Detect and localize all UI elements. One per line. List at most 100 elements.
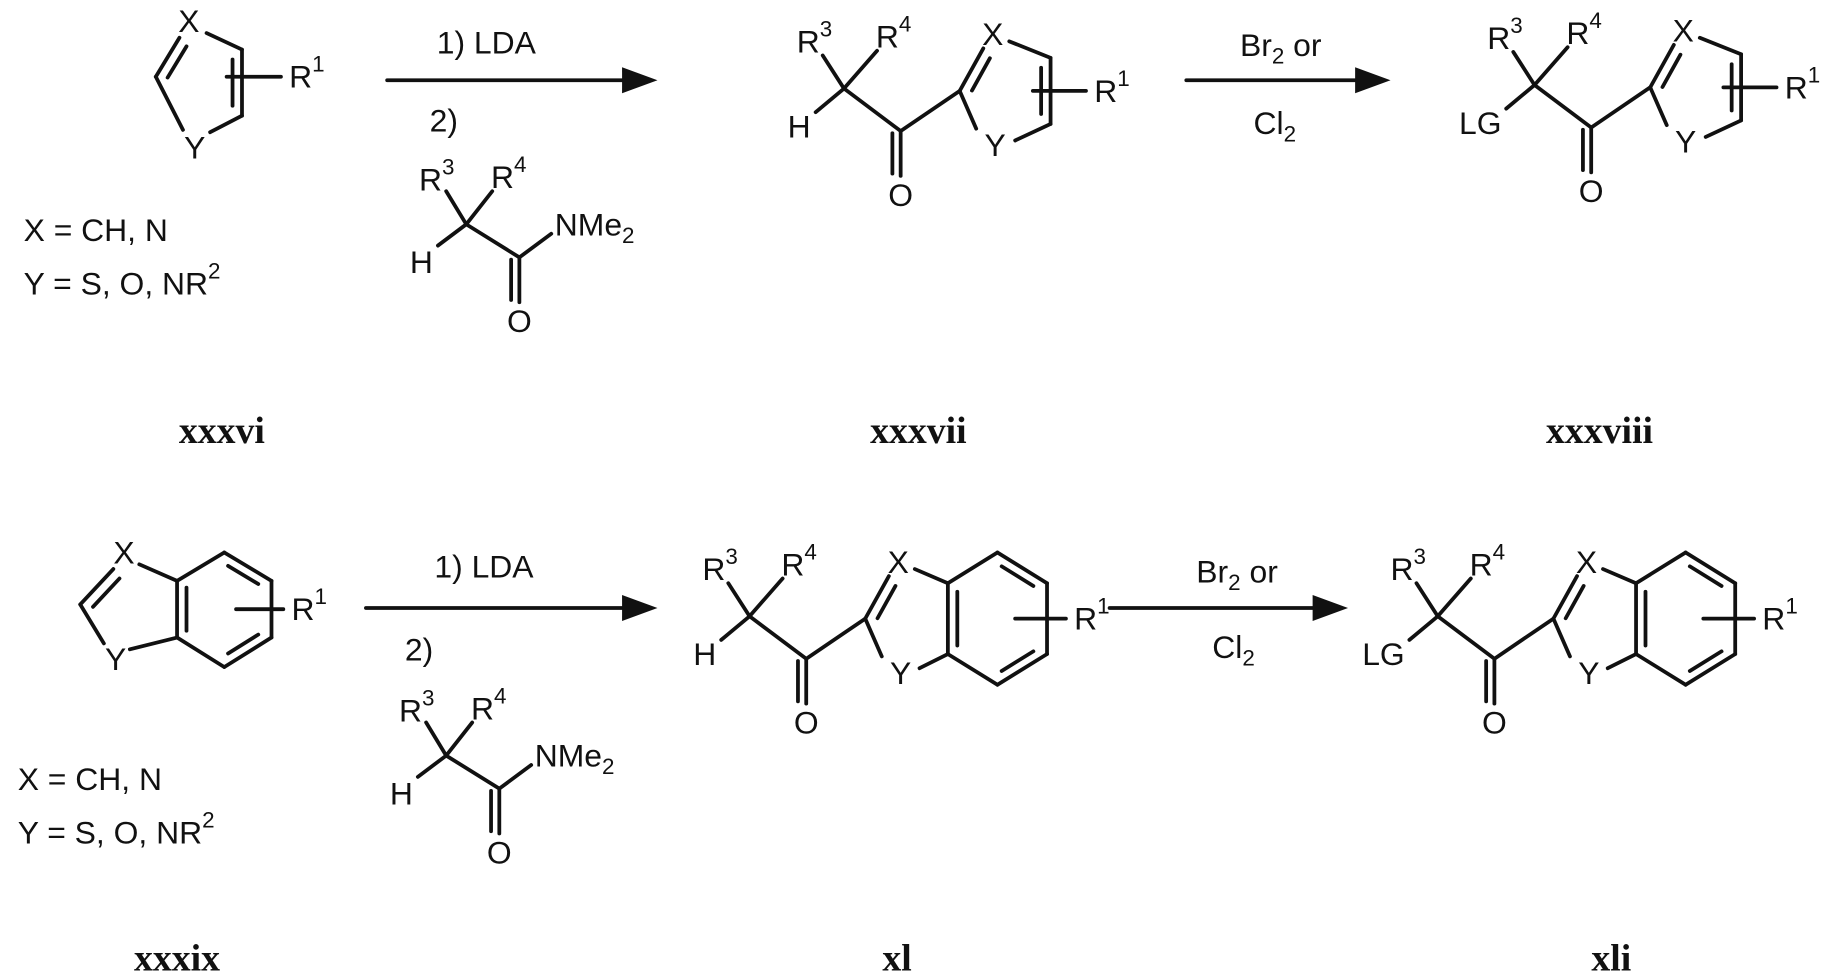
bond — [207, 33, 242, 50]
atom-r4: R4​ — [471, 683, 506, 726]
bond — [1535, 47, 1568, 85]
atom-r3: R3​ — [1390, 544, 1425, 587]
atom-nme2: NMe2​ — [555, 206, 635, 247]
bond — [80, 569, 113, 604]
atom-r1: R1​ — [1762, 593, 1797, 636]
bond — [1506, 85, 1534, 109]
reaction-arrow-lda — [366, 595, 658, 621]
atom-x: X — [178, 3, 199, 39]
atom-r3: R3​ — [399, 685, 434, 728]
double-bond-inner — [1690, 566, 1722, 586]
reaction-arrow-lda — [387, 67, 657, 93]
bond — [1513, 52, 1534, 85]
atom-o: O — [487, 834, 512, 870]
bond — [728, 583, 749, 616]
bond — [1700, 38, 1741, 55]
step2-label: 2) — [405, 631, 433, 667]
atom-x: X — [1673, 13, 1694, 49]
bond — [499, 765, 531, 789]
atom-r1: R1​ — [289, 51, 324, 94]
bond — [1636, 654, 1686, 685]
bond — [1015, 124, 1050, 141]
bond — [177, 553, 224, 581]
atom-y: Y — [890, 655, 911, 691]
atom-r3: R3​ — [419, 154, 454, 197]
reagent-amide: R3​ R4​ H O NMe2​ — [390, 683, 615, 871]
compound-label-xli: xli — [1591, 938, 1631, 974]
bond — [446, 723, 472, 756]
atom-x: X — [113, 535, 134, 571]
bond — [1535, 85, 1592, 128]
bond — [1608, 654, 1636, 668]
compound-label-xxxix: xxxix — [134, 938, 220, 974]
atom-h: H — [788, 108, 811, 144]
bond — [446, 756, 499, 789]
double-bond-inner — [1690, 651, 1722, 671]
atom-x: X — [888, 544, 909, 580]
bond — [177, 638, 224, 668]
atom-h: H — [390, 775, 413, 811]
atom-o: O — [794, 705, 819, 741]
halogenation-bottom-label: Cl2​ — [1212, 629, 1255, 670]
reaction-arrow-halogenation — [1110, 595, 1348, 621]
atom-r4: R4​ — [491, 152, 526, 195]
bond — [1438, 578, 1471, 616]
atom-r1: R1​ — [1785, 62, 1820, 105]
compound-label-xxxvi: xxxvi — [179, 410, 265, 452]
atom-h: H — [410, 244, 433, 280]
bond — [1438, 616, 1495, 659]
atom-x: X — [982, 16, 1003, 52]
atom-x: X — [1576, 544, 1597, 580]
atom-y: Y — [105, 641, 126, 677]
bond — [948, 553, 998, 584]
definition-x: X = CH, N — [24, 212, 168, 248]
bond — [1494, 619, 1553, 659]
bond — [1553, 619, 1570, 657]
atom-o: O — [888, 177, 913, 213]
atom-y: Y — [1578, 655, 1599, 691]
reaction-row-benzofused: XYR1​X = CH, NY = S, O, NR2​1) LDA2)R3​R… — [18, 535, 1798, 974]
arrow-head-icon — [1355, 67, 1390, 93]
bond — [1009, 41, 1050, 58]
compound-label-xxxvii: xxxvii — [870, 410, 967, 452]
atom-nme2: NMe2​ — [535, 738, 615, 779]
definition-y: Y = S, O, NR2​ — [18, 807, 215, 850]
double-bond-inner — [1002, 651, 1034, 671]
atom-y: Y — [184, 130, 205, 166]
bond — [1409, 616, 1437, 640]
bond — [418, 756, 446, 777]
bond — [1603, 569, 1636, 583]
step2-label: 2) — [430, 102, 458, 138]
bond — [823, 55, 844, 88]
bond — [750, 616, 807, 659]
compound-xli-structure: R3​R4​LGOXYR1​ — [1362, 539, 1798, 741]
bond — [156, 38, 180, 77]
bond — [80, 604, 104, 643]
bond — [915, 569, 948, 583]
atom-h: H — [693, 636, 716, 672]
reaction-arrow-halogenation — [1186, 67, 1390, 93]
double-bond-inner — [1002, 566, 1034, 586]
bond — [139, 564, 177, 581]
bond — [816, 89, 844, 113]
compound-xl-structure: R3​R4​HOXYR1​ — [693, 539, 1109, 741]
bond — [920, 654, 948, 668]
bond — [844, 51, 877, 89]
bond — [446, 191, 466, 224]
bond — [806, 619, 865, 659]
bond — [901, 91, 960, 131]
bond — [865, 576, 889, 619]
compound-label-xl: xl — [882, 938, 911, 974]
bond — [1650, 45, 1674, 88]
atom-y: Y — [984, 127, 1005, 163]
arrow-head-icon — [622, 595, 657, 621]
compound-xxxvii-structure: R3​R4​HOXYR1​ — [788, 11, 1130, 213]
bond — [519, 234, 551, 258]
step1-label: 1) LDA — [437, 25, 537, 61]
halogenation-bottom-label: Cl2​ — [1254, 105, 1297, 146]
definition-y: Y = S, O, NR2​ — [24, 258, 221, 301]
reagent-amide: R3​R4​HONMe2​ — [410, 152, 635, 340]
reaction-row-monocyclic: X Y R1​ X = CH, N Y = S, O, NR2​ 1) LDA 2) R3​ R… — [24, 3, 1821, 452]
bond — [1636, 553, 1686, 584]
